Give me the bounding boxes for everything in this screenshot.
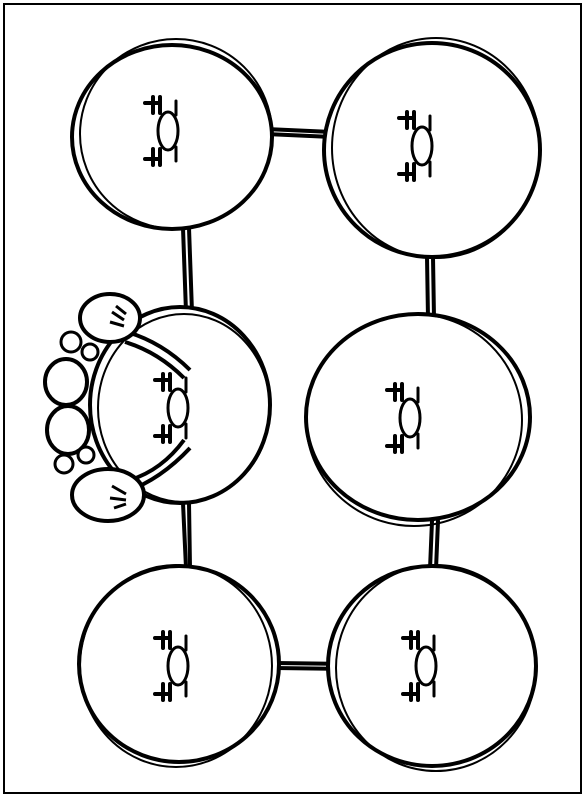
circle-top-left [70,38,274,231]
circle-top-right [322,37,542,259]
connector-top-right-middle-right [425,255,436,320]
bubble [43,357,89,407]
hand-upper [78,292,142,344]
bubble [59,330,83,354]
connector-top-left-top-right [264,127,334,139]
bubble [80,342,100,362]
bubble [53,453,75,475]
connector-top-left-middle-left [181,226,194,314]
circle-middle-left [43,292,272,523]
bubble [45,404,91,456]
bubble [76,445,96,465]
connector-middle-right-bottom-right [428,519,440,571]
connector-middle-left-bottom-left [181,501,192,570]
circle-bottom-right [326,564,538,772]
hand-lower [70,467,146,523]
circle-middle-right [304,312,532,527]
circle-bottom-left [77,564,281,768]
